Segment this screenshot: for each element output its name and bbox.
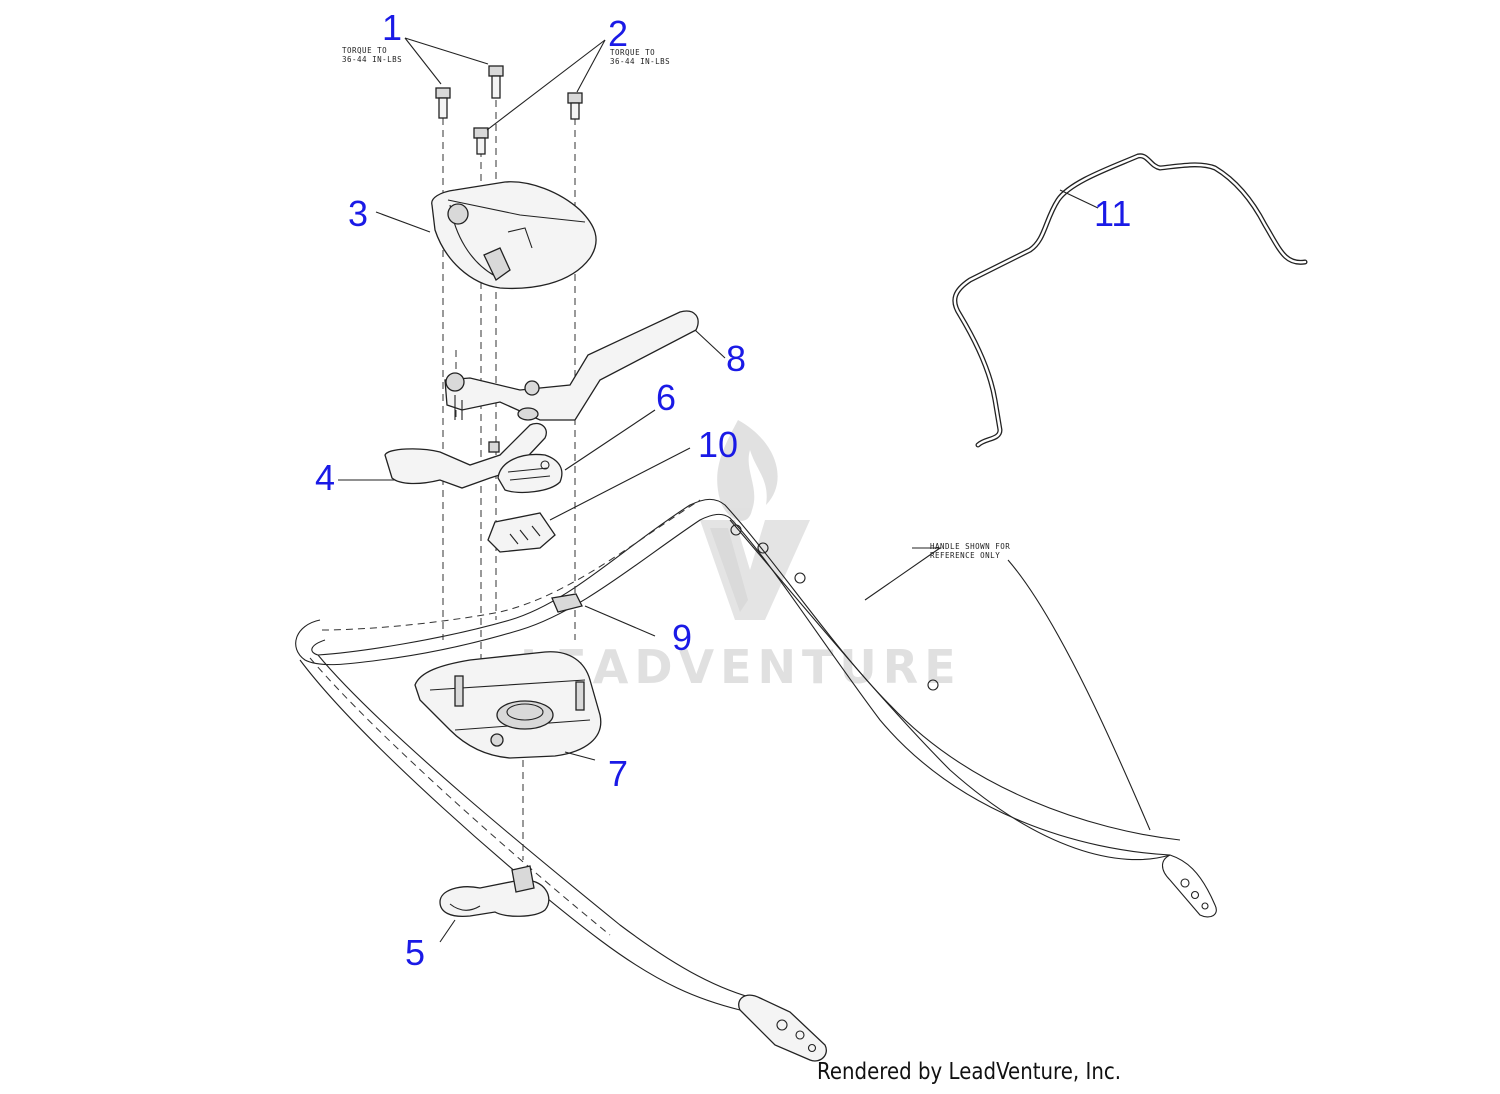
bolt-2b (567, 92, 583, 120)
leadventure-logo-icon (700, 420, 810, 620)
torque-note-right-line1: TORQUE TO (610, 48, 655, 57)
base-housing (414, 651, 602, 759)
bolt-set (435, 65, 583, 155)
torque-note-left-line1: TORQUE TO (342, 46, 387, 55)
clip (551, 593, 583, 613)
callout-4: 4 (315, 457, 335, 498)
bail-wire (952, 153, 1308, 448)
rendered-by-credit: Rendered by LeadVenture, Inc. (817, 1059, 1122, 1085)
handle-tube (295, 498, 1217, 1062)
bolt-1a (435, 87, 451, 119)
lever-upper (444, 310, 699, 421)
callout-3: 3 (348, 193, 368, 234)
callout-6: 6 (656, 377, 676, 418)
torque-note-right-line2: 36-44 IN-LBS (610, 57, 670, 66)
knob (439, 865, 550, 918)
callout-9: 9 (672, 617, 692, 658)
top-cover (431, 181, 597, 290)
ratchet-plate (487, 512, 556, 553)
watermark-text: LEADVENTURE (520, 640, 962, 694)
handle-note-line1: HANDLE SHOWN FOR (930, 542, 1010, 551)
callout-labels: 1 2 3 4 5 6 7 8 9 10 11 (315, 7, 1131, 973)
callout-8: 8 (726, 338, 746, 379)
leader-lines (338, 37, 1099, 943)
callout-1: 1 (382, 7, 402, 48)
callout-2: 2 (608, 13, 628, 54)
callout-10: 10 (698, 424, 738, 465)
handle-note-line2: REFERENCE ONLY (930, 551, 1000, 560)
callout-5: 5 (405, 932, 425, 973)
gear-plate (497, 453, 563, 493)
bolt-2a (473, 127, 489, 155)
watermark: LEADVENTURE (520, 420, 962, 694)
torque-note-left-line2: 36-44 IN-LBS (342, 55, 402, 64)
callout-7: 7 (608, 753, 628, 794)
notes: TORQUE TO 36-44 IN-LBS TORQUE TO 36-44 I… (342, 46, 1010, 560)
bolt-1b (488, 65, 504, 99)
callout-11: 11 (1094, 193, 1131, 234)
